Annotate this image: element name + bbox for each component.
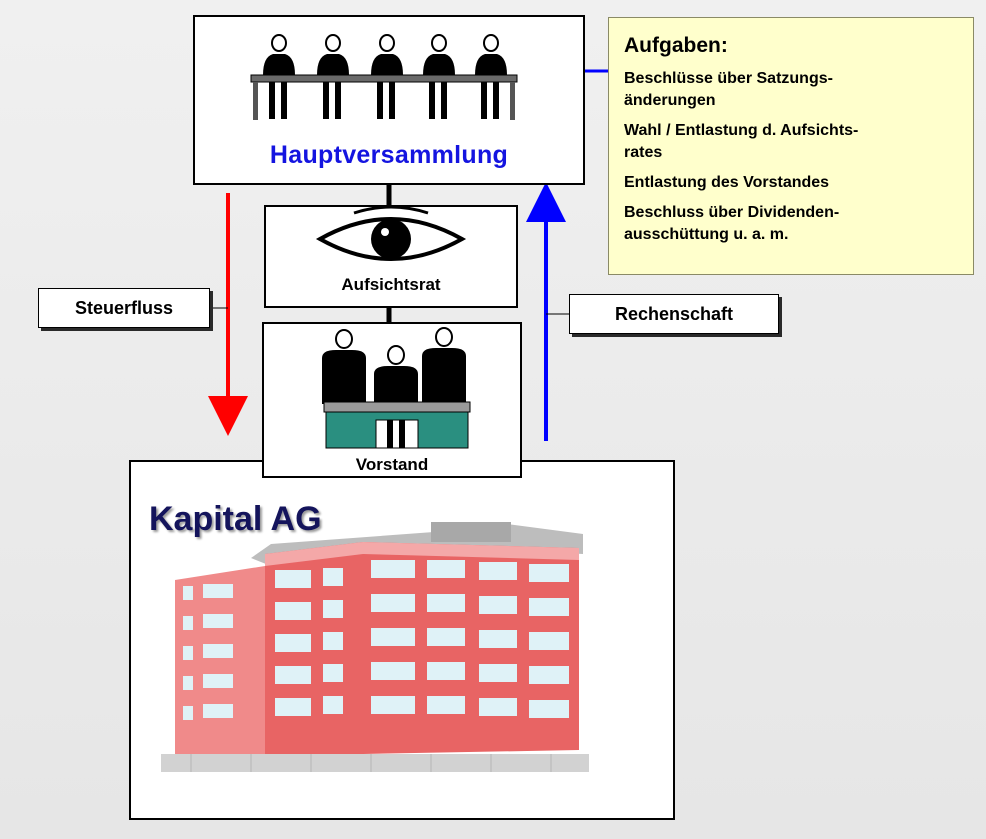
rechenschaft-label: Rechenschaft [569,294,779,334]
hauptversammlung-label: Hauptversammlung [269,141,509,169]
board-members-icon [322,327,471,449]
aufgaben-line: Wahl / Entlastung d. Aufsichts- [624,122,859,139]
hauptversammlung-box: Hauptversammlung [193,15,585,185]
aufgaben-line: änderungen [624,92,716,109]
kapital-box: Kapital AG [129,460,675,820]
aufsichtsrat-label: Aufsichtsrat [341,275,441,294]
aufgaben-list: Beschlüsse über Satzungs- änderungen Wah… [624,68,858,254]
aufgaben-line: Beschlüsse über Satzungs- [624,70,833,87]
aufgaben-line: rates [624,144,663,161]
aufgaben-line: Beschluss über Dividenden- [624,204,840,221]
eye-icon [315,207,467,261]
vorstand-box: Vorstand [262,322,522,478]
aufgaben-title: Aufgaben: [624,34,728,57]
vorstand-label: Vorstand [355,455,429,474]
aufgaben-box: Aufgaben: Beschlüsse über Satzungs- ände… [608,17,974,275]
aufgaben-line: Entlastung des Vorstandes [624,174,830,191]
office-building-icon [161,522,589,772]
aufsichtsrat-box: Aufsichtsrat [264,205,518,308]
aufgaben-line: ausschüttung u. a. m. [624,226,789,243]
steuerfluss-label: Steuerfluss [38,288,210,328]
kapital-label: Kapital AG [149,500,322,538]
assembly-people-icon [250,34,518,120]
